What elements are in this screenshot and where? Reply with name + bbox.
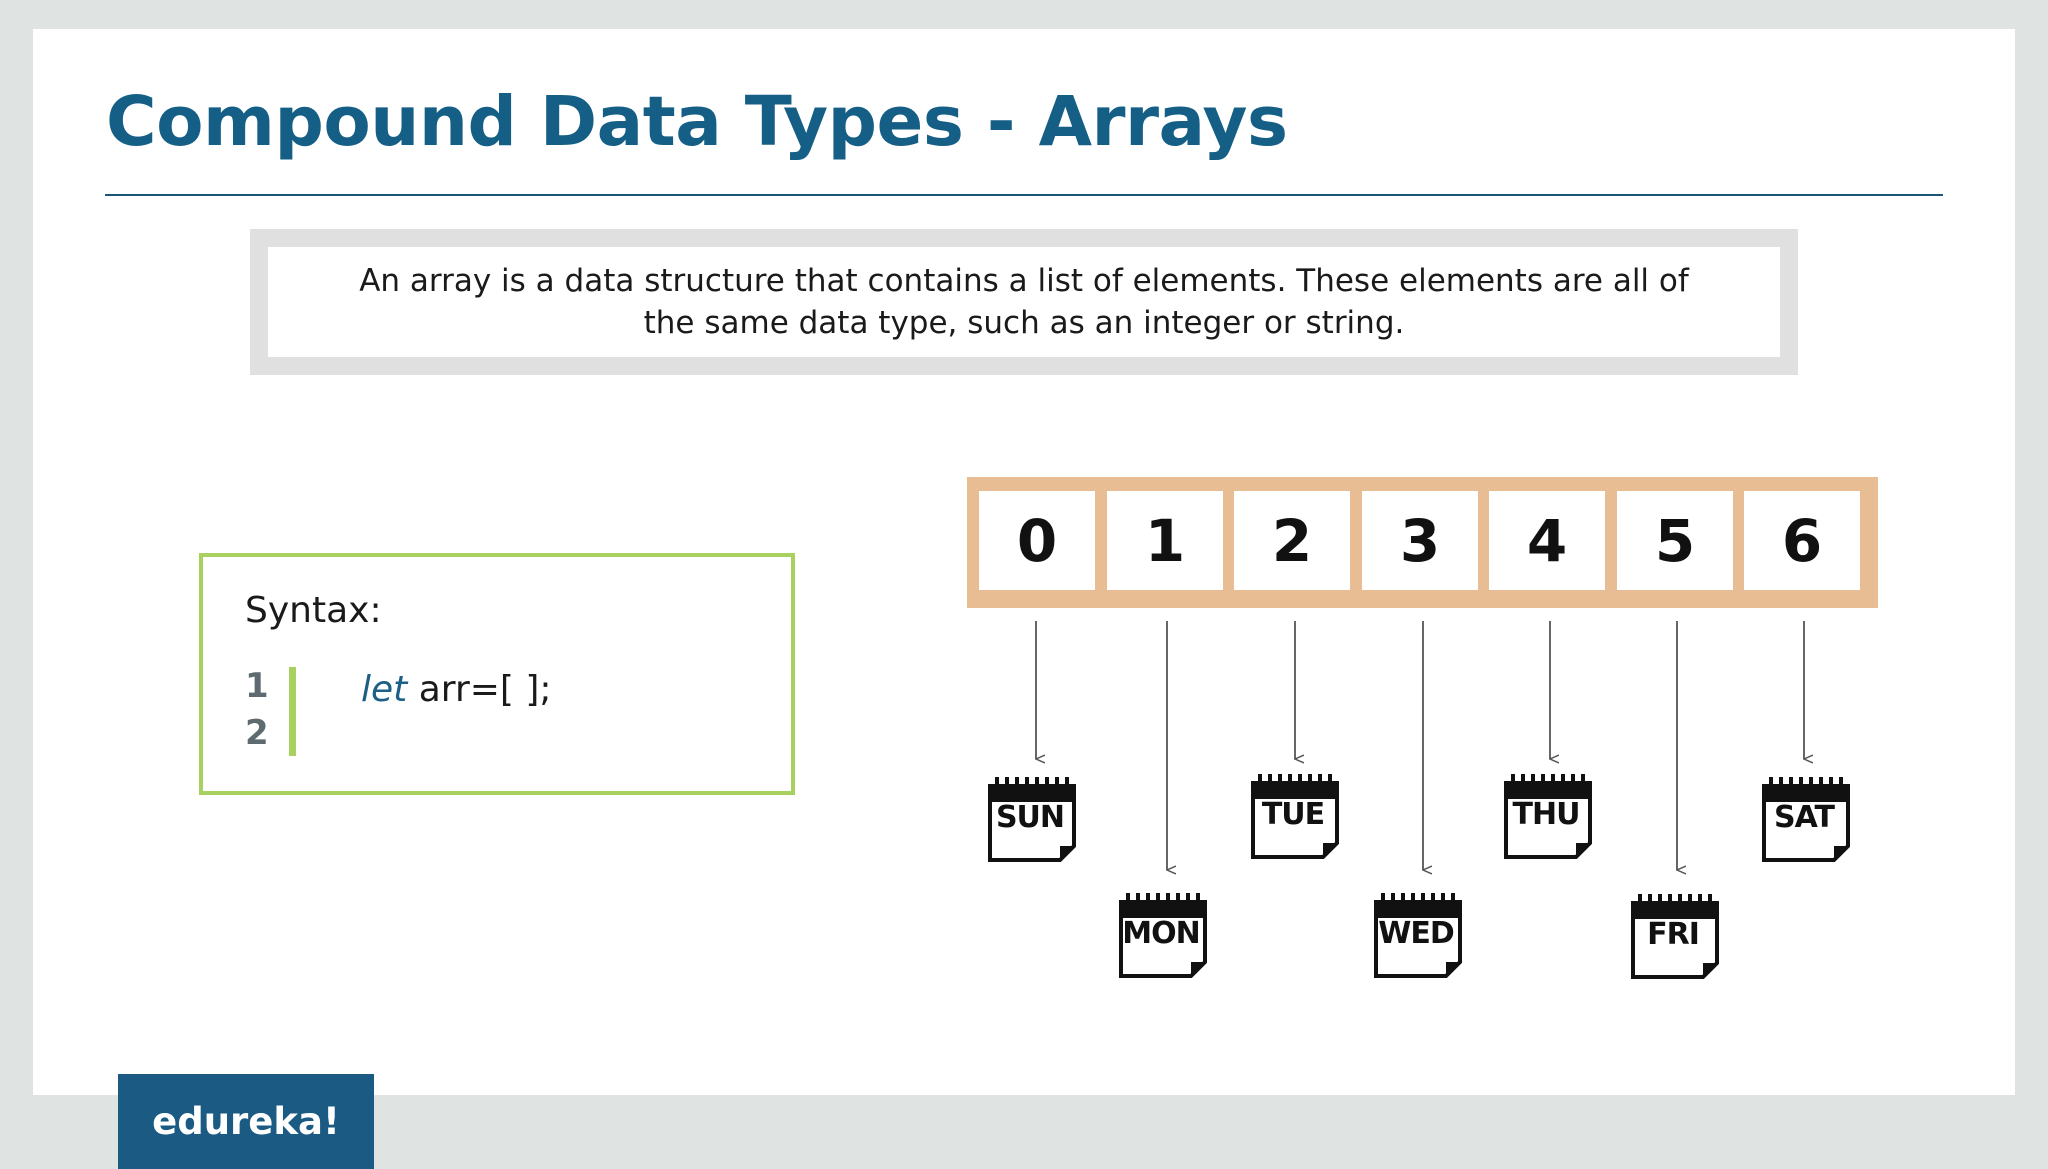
line-number-2: 2 [245,713,269,753]
calendar-icon: MON [1118,888,1210,982]
array-cell: 2 [1234,491,1350,590]
day-label: MON [1122,916,1200,951]
calendar-icon: THU [1503,769,1595,863]
slide-title: Compound Data Types - Arrays [106,82,1288,162]
code-keyword: let [361,669,408,710]
code-statement: arr=[ ]; [407,669,552,710]
calendar-icon: SAT [1761,772,1853,866]
array-container: 0 1 2 3 4 5 6 [967,477,1878,608]
array-cell: 4 [1489,491,1605,590]
day-label: SUN [995,800,1065,835]
calendar-icon: WED [1373,888,1465,982]
edureka-logo: edureka! [118,1074,374,1169]
day-label: TUE [1261,797,1325,832]
calendar-icon: FRI [1630,889,1722,983]
definition-text: An array is a data structure that contai… [359,263,1689,341]
array-cell: 5 [1617,491,1733,590]
array-cell: 0 [979,491,1095,590]
calendar-icon: TUE [1250,769,1342,863]
day-label: FRI [1647,917,1700,952]
day-label: SAT [1774,800,1835,835]
definition-box: An array is a data structure that contai… [250,229,1798,375]
definition-inner: An array is a data structure that contai… [268,247,1780,357]
syntax-label: Syntax: [245,590,382,631]
array-cell: 3 [1362,491,1478,590]
day-label: THU [1512,797,1581,832]
day-label: WED [1378,916,1455,951]
code-line: let arr=[ ]; [361,669,552,710]
code-gutter-bar [289,667,296,756]
title-divider [105,194,1943,196]
array-cell: 6 [1744,491,1860,590]
line-number-1: 1 [245,666,269,706]
calendar-icon: SUN [987,772,1079,866]
array-cell: 1 [1107,491,1223,590]
syntax-box: Syntax: 1 2 let arr=[ ]; [199,553,795,795]
